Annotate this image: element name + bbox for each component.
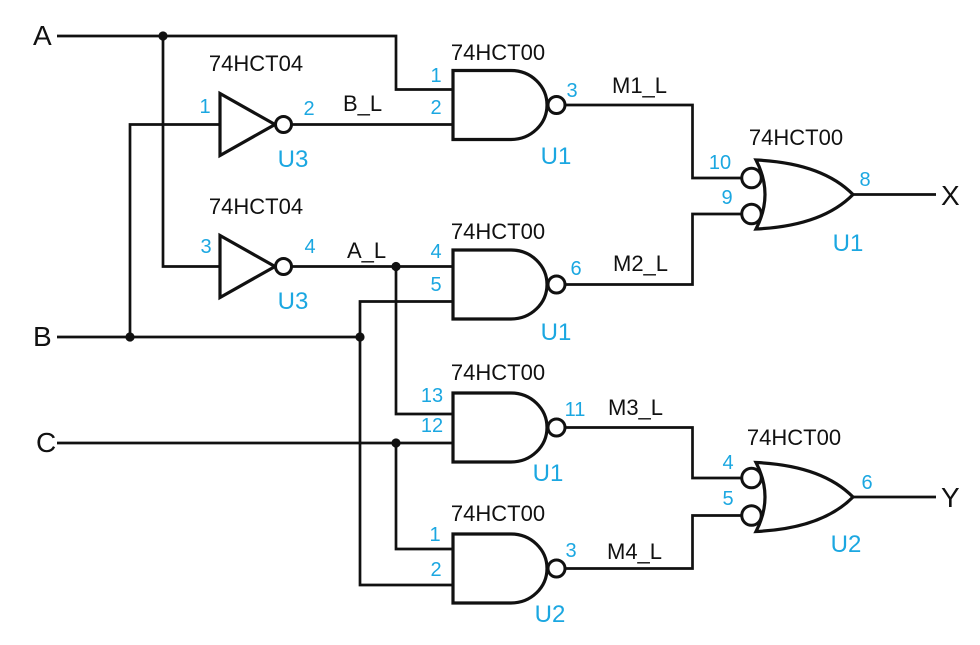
or1-pin-a: 10 [709, 152, 731, 174]
wire-a_l-to-nand3-pin13 [394, 266, 453, 416]
nand1-pin-b: 2 [430, 97, 441, 119]
input-label-c: C [36, 427, 56, 458]
wires [57, 34, 936, 587]
or2-part-label: 74HCT00 [747, 425, 841, 450]
net-label-m3_l: M3_L [608, 395, 663, 420]
nand4-part-label: 74HCT00 [451, 501, 545, 526]
nand-body-icon [451, 248, 549, 321]
inverter-bubble-icon [274, 115, 293, 134]
nand-bubble-icon [546, 558, 567, 579]
or2-ref: U2 [831, 531, 862, 558]
input-label-b: B [33, 321, 52, 352]
nand2-ref: U1 [541, 319, 572, 346]
junction-dot-a [158, 31, 168, 41]
nand3-pin-a: 13 [421, 385, 443, 407]
nand-gate-u1b: 74HCT00 4 5 6 U1 M2_L [430, 219, 668, 346]
net-label-m1_l: M1_L [612, 73, 667, 98]
or-input-bubble-icon [740, 166, 763, 190]
or-input-bubble-icon [740, 466, 763, 490]
nand-body-icon [451, 391, 549, 464]
or-body-icon [753, 460, 856, 534]
or1-ref: U1 [833, 230, 864, 257]
wire-net-m2_l [565, 212, 742, 286]
nand1-part-label: 74HCT00 [451, 40, 545, 65]
inverter1-ref: U3 [278, 146, 309, 173]
nand3-ref: U1 [533, 460, 564, 487]
nand4-pin-b: 2 [430, 559, 441, 581]
output-label-y: Y [941, 482, 960, 513]
or2-pin-a: 4 [722, 452, 733, 474]
inverter-u3a: 74HCT04 1 2 U3 B_L [199, 51, 382, 173]
nand-bubble-icon [546, 274, 567, 295]
inverter-u3b: 74HCT04 3 4 U3 A_L [200, 194, 386, 315]
or-body-icon [753, 158, 856, 231]
net-label-m4_l: M4_L [607, 539, 662, 564]
wire-b-to-nand2-pin5 [358, 300, 453, 337]
inverter-triangle-icon [218, 232, 279, 301]
wire-a-to-inverter2 [161, 36, 220, 268]
nand1-ref: U1 [541, 143, 572, 170]
nand2-pin-b: 5 [430, 274, 441, 296]
or2-pin-b: 5 [722, 488, 733, 510]
net-label-m2_l: M2_L [613, 251, 668, 276]
inverter2-in-pin: 3 [200, 236, 211, 258]
nand3-pin-b: 12 [421, 415, 443, 437]
nand-gate-u1a: 74HCT00 1 2 3 U1 M1_L [430, 40, 667, 170]
nand3-part-label: 74HCT00 [451, 360, 545, 385]
or1-part-label: 74HCT00 [749, 125, 843, 150]
inverter1-out-pin: 2 [303, 98, 314, 120]
inverter1-part-label: 74HCT04 [209, 51, 303, 76]
nand-gate-u2a: 74HCT00 1 2 3 U2 M4_L [429, 501, 662, 628]
nand4-pin-a: 1 [429, 524, 440, 546]
inverter-bubble-icon [274, 257, 293, 276]
inverter2-part-label: 74HCT04 [209, 194, 303, 219]
nand-or-gate-u1: 74HCT00 10 9 8 U1 [709, 125, 871, 257]
nand-gate-u1c: 74HCT00 13 12 11 U1 M3_L [421, 360, 663, 487]
nand-body-icon [451, 532, 549, 605]
wire-input-a [57, 34, 453, 91]
or1-out-pin: 8 [859, 169, 870, 191]
junction-dot-b1 [125, 332, 135, 342]
output-label-x: X [941, 180, 960, 211]
io-labels: A B C X Y [33, 20, 960, 513]
or1-pin-b: 9 [721, 187, 732, 209]
nand3-out-pin: 11 [565, 399, 586, 421]
nand-or-gate-u2: 74HCT00 4 5 6 U2 [722, 425, 872, 558]
inverter-triangle-icon [218, 90, 279, 159]
nand2-part-label: 74HCT00 [451, 219, 545, 244]
nand1-pin-a: 1 [430, 65, 441, 87]
inverter2-ref: U3 [278, 288, 309, 315]
inverter2-out-pin: 4 [304, 236, 315, 258]
nand4-out-pin: 3 [565, 540, 576, 562]
net-label-b_l: B_L [343, 91, 382, 116]
wire-net-m3_l [565, 426, 742, 480]
nand-bubble-icon [546, 417, 567, 438]
wire-c-to-nand4-pin1 [394, 443, 453, 551]
input-label-a: A [33, 20, 52, 51]
net-label-a_l: A_L [347, 238, 386, 263]
junction-dots [125, 31, 401, 448]
or-input-bubble-icon [740, 504, 763, 527]
nand2-out-pin: 6 [570, 258, 581, 280]
nand1-out-pin: 3 [566, 80, 577, 102]
wire-net-m4_l [565, 514, 742, 570]
junction-dot-b2 [355, 332, 365, 342]
wire-b-to-nand4-pin2 [358, 337, 453, 587]
wire-net-m1_l [565, 103, 742, 180]
or2-out-pin: 6 [861, 472, 872, 494]
nand2-pin-a: 4 [430, 241, 441, 263]
nand-body-icon [451, 68, 549, 142]
or-input-bubble-icon [740, 202, 763, 226]
junction-dot-a_l [391, 261, 401, 272]
wire-b-to-inverter1 [128, 123, 220, 337]
junction-dot-c [391, 438, 401, 448]
nand-bubble-icon [546, 95, 567, 115]
inverter1-in-pin: 1 [199, 96, 210, 118]
nand4-ref: U2 [535, 601, 566, 628]
